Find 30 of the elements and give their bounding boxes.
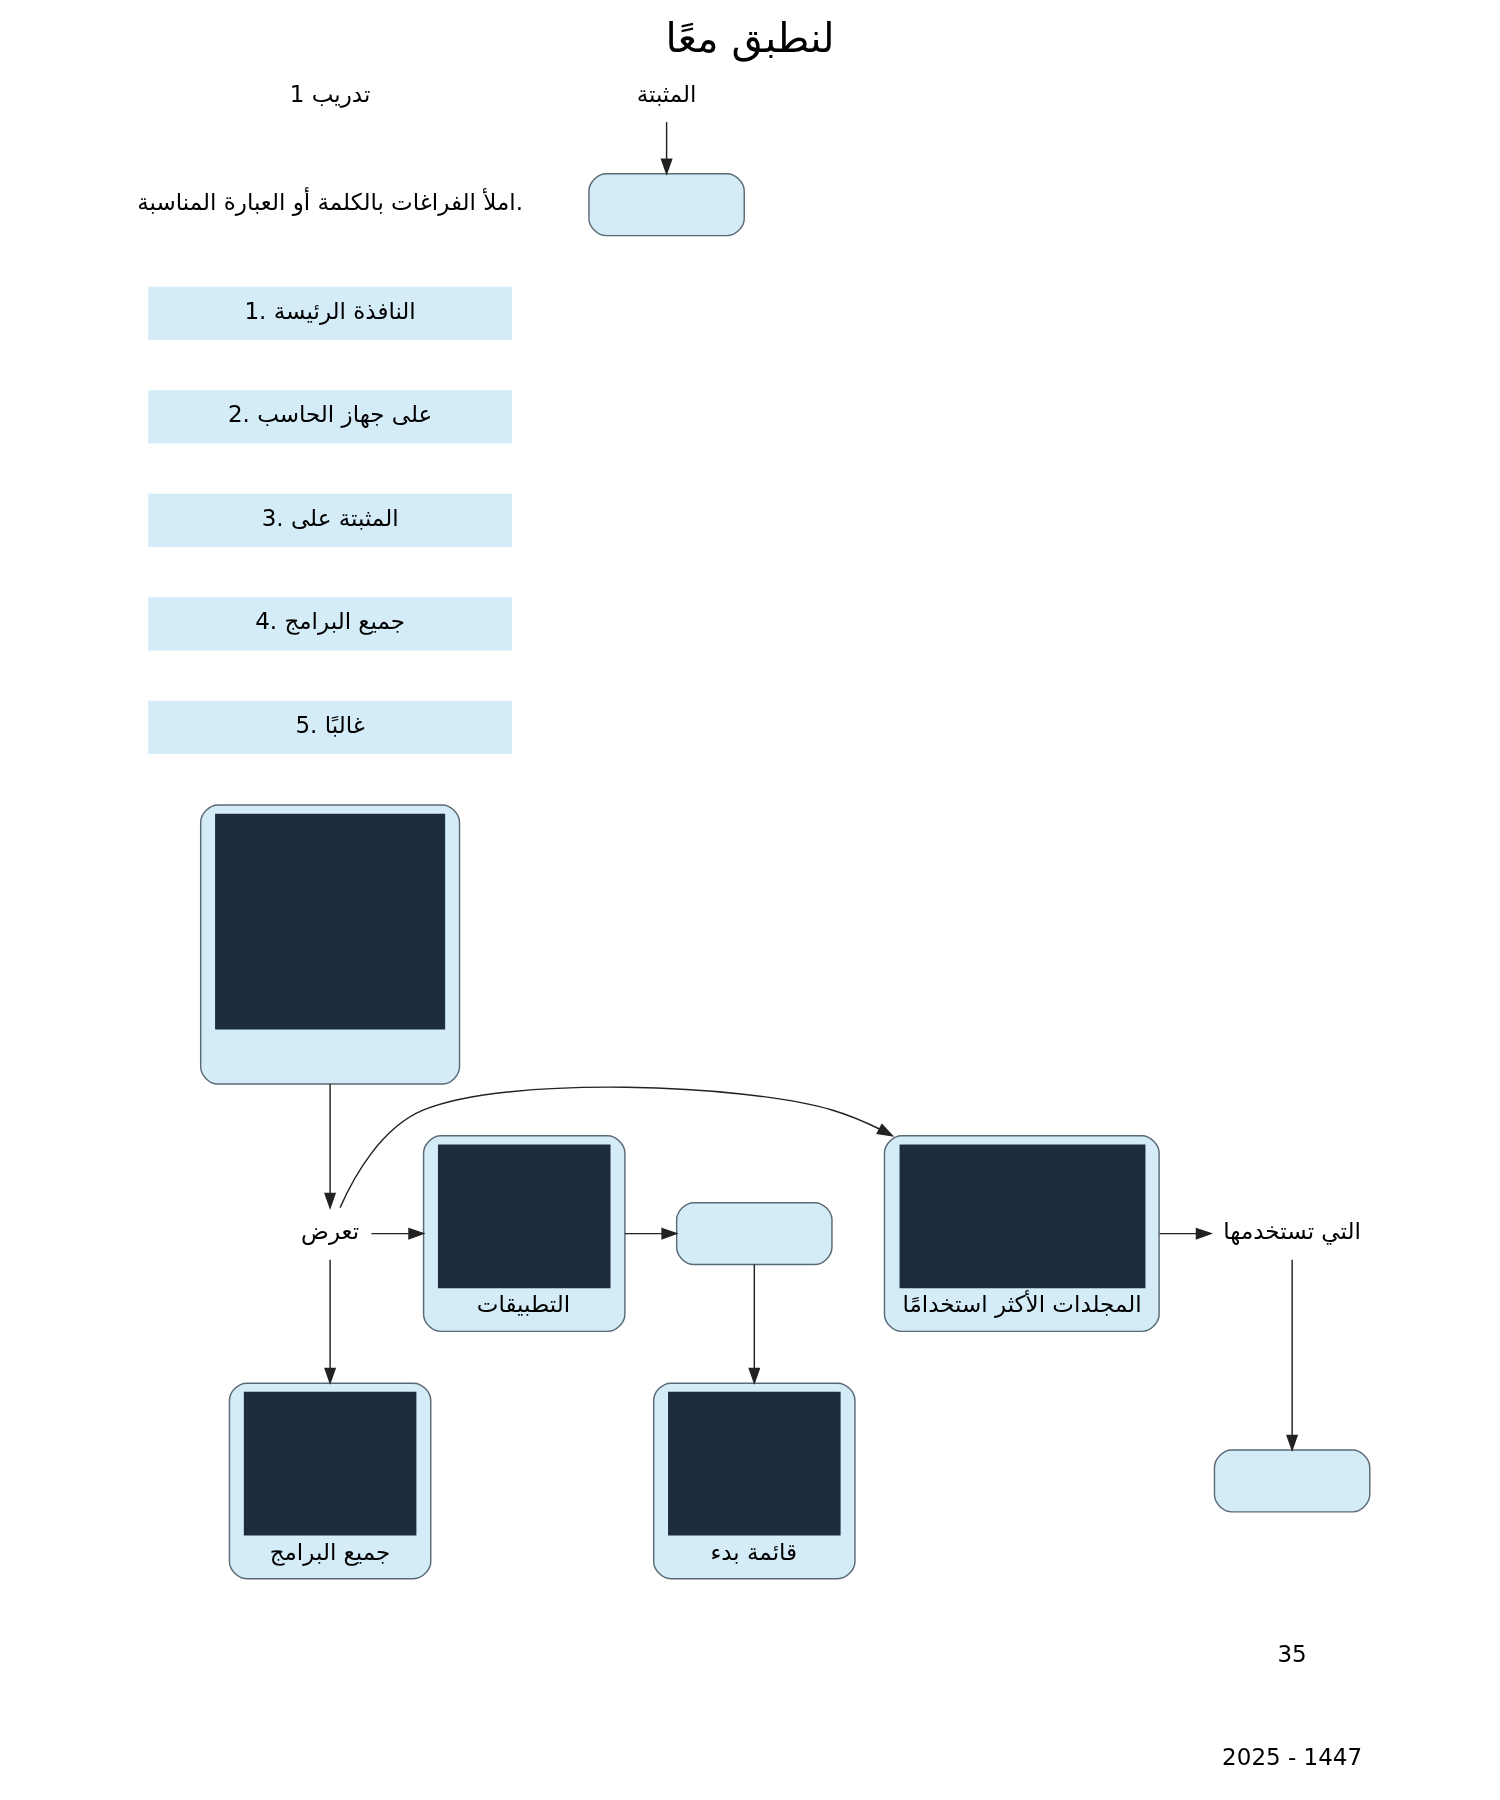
label: 35: [1277, 1640, 1307, 1667]
label: 2025 - 1447: [1222, 1744, 1363, 1771]
node-text: المثبتة: [636, 80, 697, 107]
node-text: التي تستخدمها: [1223, 1218, 1361, 1245]
node-box: جميع البرامج: [228, 1382, 432, 1580]
node-box: 4. جميع البرامج: [148, 597, 512, 651]
arrow: [339, 1086, 895, 1209]
arrow: [1286, 1259, 1299, 1452]
node-box: [588, 173, 745, 237]
node-box: 5. غالبًا: [148, 700, 512, 755]
node-picture: [199, 804, 461, 1085]
arrow: [624, 1227, 679, 1240]
node-box: [675, 1202, 833, 1266]
label: تدريب 1: [289, 80, 371, 107]
diagram-title: لنطبق معًا: [665, 15, 835, 62]
arrow: [1158, 1227, 1214, 1240]
node-box: المجلدات الأكثر استخدامًا: [883, 1135, 1160, 1333]
label: املأ الفراغات بالكلمة أو العبارة المناسبة.: [137, 189, 523, 216]
node-box: التطبيقات: [422, 1135, 626, 1333]
node-box: [1213, 1449, 1371, 1513]
node-box: 2. على جهاز الحاسب: [148, 390, 512, 444]
arrow: [748, 1263, 761, 1385]
arrow: [324, 1083, 337, 1210]
arrow: [324, 1259, 337, 1386]
node-box: 3. المثبتة على: [148, 493, 512, 547]
node-text: تعرض: [301, 1218, 360, 1245]
node-box: قائمة بدء: [652, 1382, 856, 1580]
node-box: 1. النافذة الرئيسة: [148, 286, 512, 340]
arrow: [660, 121, 673, 176]
arrow: [370, 1227, 426, 1240]
